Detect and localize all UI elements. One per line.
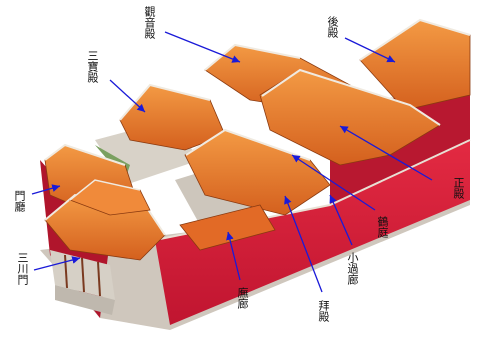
arrow-worship [284,195,323,293]
label-worship-hall: 拜殿 [317,300,330,322]
label-rear-hall: 後殿 [326,16,339,38]
gate-facade [50,250,115,315]
label-main-hall: 正殿 [452,177,465,199]
label-sanchuan-gate: 三川門 [16,252,29,285]
label-guanyin-hall: 觀音殿 [143,6,156,39]
arrow-guanyin [164,31,241,63]
label-crane-court: 鶴庭 [376,216,389,238]
leader-arrows [31,31,433,293]
arrow-crane [291,154,376,211]
arrow-main [339,125,433,181]
arrow-rear [344,37,396,63]
label-side-corridor: 廡廊 [236,287,249,309]
label-small-corridor: 小過廊 [346,252,359,285]
label-sanbao-hall: 三寶殿 [86,50,99,83]
arrow-small-corridor [329,194,353,246]
arrow-sanchuan [33,256,81,271]
label-gate-hall: 門廳 [13,190,26,212]
arrow-gate-hall [31,184,61,195]
roofs [44,18,471,261]
arrow-side-corridor [226,231,241,281]
arrow-sanbao [109,79,146,113]
